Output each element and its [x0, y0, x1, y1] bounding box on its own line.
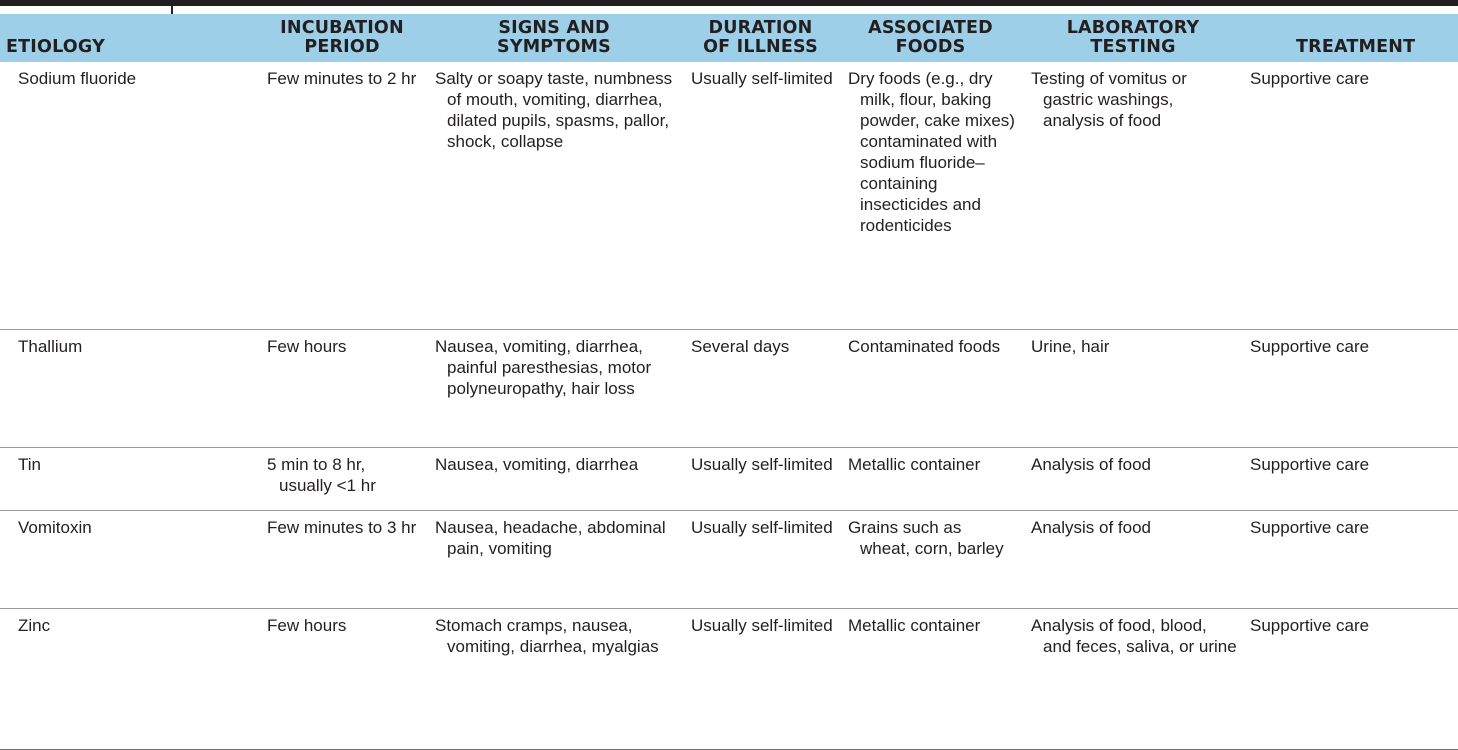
cell-etiology: Sodium fluoride [0, 62, 258, 330]
cell-testing: Testing of vomitus or gastric washings, … [1022, 62, 1244, 330]
cell-etiology: Thallium [0, 329, 258, 448]
cell-duration: Several days [682, 329, 839, 448]
cell-treatment: Supportive care [1244, 329, 1458, 448]
cell-incubation: 5 min to 8 hr, usually <1 hr [258, 447, 426, 511]
top-rule [0, 0, 1458, 6]
cell-foods: Contaminated foods [839, 329, 1022, 448]
table-row: Zinc Few hours Stomach cramps, nausea, v… [0, 608, 1458, 750]
cell-duration: Usually self-limited [682, 608, 839, 750]
table-row: Tin 5 min to 8 hr, usually <1 hr Nausea,… [0, 447, 1458, 511]
cell-incubation: Few hours [258, 608, 426, 750]
cell-etiology: Vomitoxin [0, 510, 258, 609]
cell-incubation: Few hours [258, 329, 426, 448]
header-treatment: TREATMENT [1244, 14, 1458, 62]
cell-treatment: Supportive care [1244, 510, 1458, 609]
cell-duration: Usually self-limited [682, 62, 839, 330]
cell-testing: Urine, hair [1022, 329, 1244, 448]
cell-incubation: Few minutes to 3 hr [258, 510, 426, 609]
cell-duration: Usually self-limited [682, 510, 839, 609]
cell-etiology: Tin [0, 447, 258, 511]
cell-symptoms: Stomach cramps, nausea, vomiting, diarrh… [426, 608, 682, 750]
cell-testing: Analysis of food [1022, 447, 1244, 511]
cell-testing: Analysis of food [1022, 510, 1244, 609]
cell-foods: Dry foods (e.g., dry milk, flour, baking… [839, 62, 1022, 330]
cell-symptoms: Nausea, vomiting, diarrhea [426, 447, 682, 511]
table-row: Thallium Few hours Nausea, vomiting, dia… [0, 329, 1458, 448]
cell-duration: Usually self-limited [682, 447, 839, 511]
header-etiology: ETIOLOGY [0, 14, 258, 62]
cell-foods: Grains such as wheat, corn, barley [839, 510, 1022, 609]
cell-treatment: Supportive care [1244, 447, 1458, 511]
cell-symptoms: Salty or soapy taste, numbness of mouth,… [426, 62, 682, 330]
top-rule-notch [171, 0, 173, 16]
cell-testing: Analysis of food, blood, and feces, sali… [1022, 608, 1244, 750]
cell-treatment: Supportive care [1244, 608, 1458, 750]
cell-treatment: Supportive care [1244, 62, 1458, 330]
table-body: Sodium fluoride Few minutes to 2 hr Salt… [0, 62, 1458, 750]
cell-foods: Metallic container [839, 608, 1022, 750]
table-row: Sodium fluoride Few minutes to 2 hr Salt… [0, 62, 1458, 330]
table-row: Vomitoxin Few minutes to 3 hr Nausea, he… [0, 510, 1458, 609]
cell-etiology: Zinc [0, 608, 258, 750]
cell-incubation: Few minutes to 2 hr [258, 62, 426, 330]
cell-symptoms: Nausea, headache, abdominal pain, vomiti… [426, 510, 682, 609]
cell-foods: Metallic container [839, 447, 1022, 511]
cell-symptoms: Nausea, vomiting, diarrhea, painful pare… [426, 329, 682, 448]
